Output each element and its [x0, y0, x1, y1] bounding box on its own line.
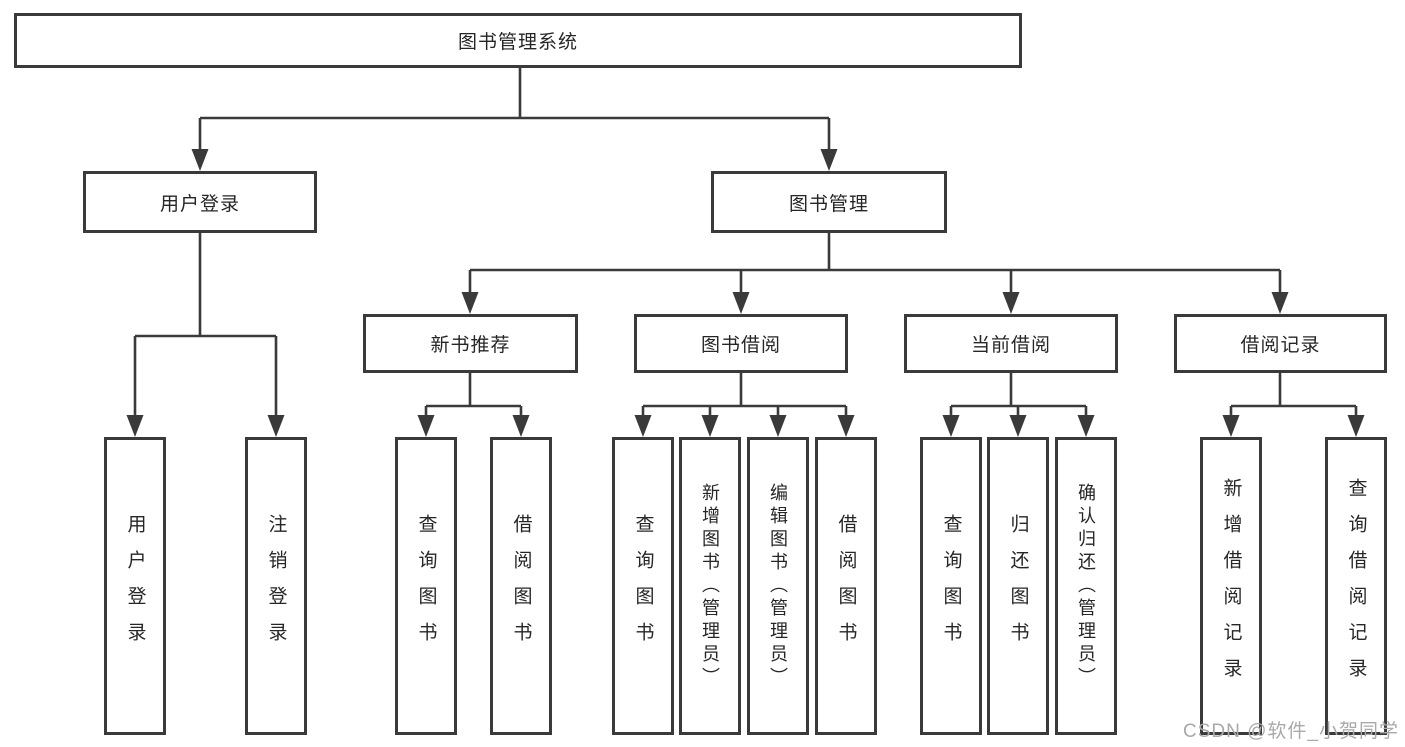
csdn-watermark: CSDN @软件_小贺同学	[1183, 721, 1399, 742]
node-label: 借阅记录	[1240, 335, 1321, 356]
node-label: 借阅图书	[510, 514, 532, 658]
node-label: 图书管理系统	[457, 32, 578, 53]
node-label: 用户登录	[159, 193, 240, 215]
node-label: 注销登录	[265, 514, 287, 658]
node-label: 当前借阅	[970, 335, 1051, 356]
leaf-user-login: 用户登录	[104, 437, 166, 735]
node-current-borrowing: 当前借阅	[904, 314, 1118, 373]
leaf-query-books-borrowing: 查询图书	[612, 437, 674, 735]
node-label: 查询借阅记录	[1345, 478, 1367, 694]
leaf-query-books-current: 查询图书	[920, 437, 982, 735]
node-label: 新增借阅记录	[1220, 478, 1242, 694]
leaf-logout: 注销登录	[245, 437, 307, 735]
leaf-borrow-books-recommend: 借阅图书	[490, 437, 552, 735]
node-user-login-module: 用户登录	[83, 171, 317, 233]
node-label: 归还图书	[1007, 514, 1029, 658]
node-book-management-module: 图书管理	[711, 171, 947, 233]
leaf-add-borrow-record: 新增借阅记录	[1200, 437, 1262, 735]
leaf-add-books-admin: 新增图书（管理员）	[679, 437, 741, 735]
leaf-edit-books-admin: 编辑图书（管理员）	[747, 437, 809, 735]
leaf-return-books: 归还图书	[987, 437, 1049, 735]
node-borrowing-records: 借阅记录	[1174, 314, 1387, 373]
node-label: 查询图书	[415, 514, 437, 658]
node-label: 查询图书	[940, 514, 962, 658]
node-label: 图书管理	[788, 193, 869, 215]
node-system-root: 图书管理系统	[14, 13, 1022, 68]
leaf-query-borrow-record: 查询借阅记录	[1325, 437, 1387, 735]
node-label: 查询图书	[632, 514, 654, 658]
connector-lines	[133, 68, 1358, 427]
node-label: 借阅图书	[835, 514, 857, 658]
connector-arrowheads	[126, 149, 1365, 437]
node-new-book-recommend: 新书推荐	[363, 314, 578, 373]
leaf-query-books-recommend: 查询图书	[395, 437, 457, 735]
node-label: 确认归还（管理员）	[1076, 482, 1096, 690]
node-label: 编辑图书（管理员）	[768, 482, 788, 690]
node-book-borrowing: 图书借阅	[634, 314, 848, 373]
leaf-borrow-books: 借阅图书	[815, 437, 877, 735]
node-label: 用户登录	[124, 514, 146, 658]
node-label: 图书借阅	[700, 335, 781, 356]
leaf-confirm-return-admin: 确认归还（管理员）	[1055, 437, 1117, 735]
node-label: 新增图书（管理员）	[700, 482, 720, 690]
node-label: 新书推荐	[430, 335, 511, 356]
